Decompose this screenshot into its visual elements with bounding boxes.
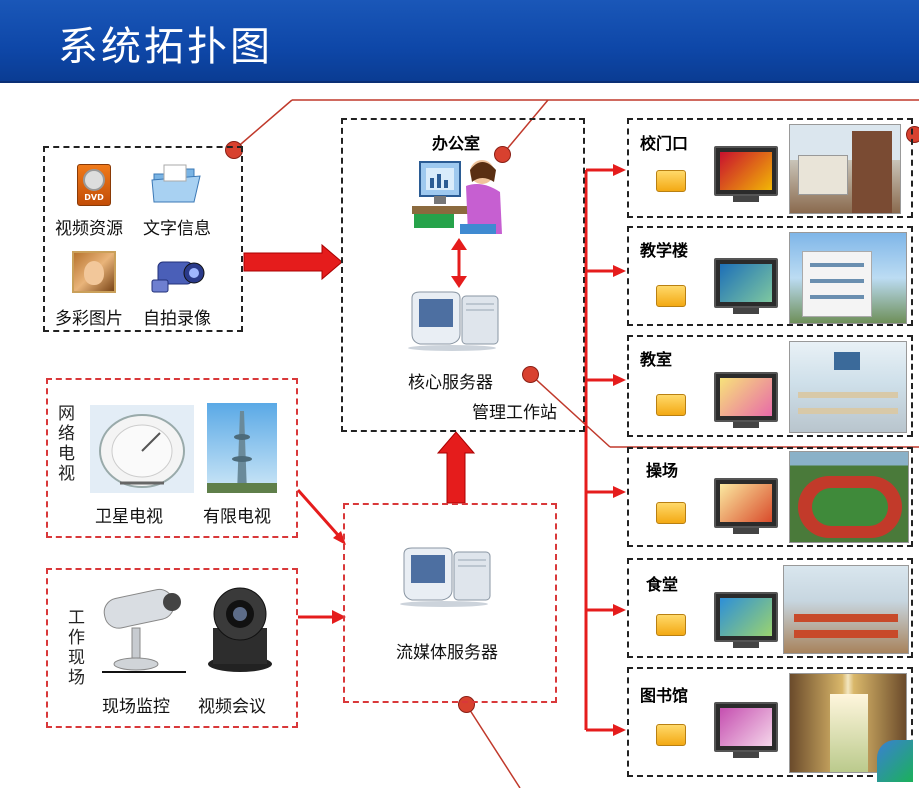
display-monitor-icon [714, 702, 778, 758]
tv-label-satellite: 卫星电视 [95, 507, 163, 527]
canteen-photo [783, 565, 909, 654]
callout-line-workstation [529, 373, 611, 448]
worksite-panel [46, 568, 298, 728]
header-bar [0, 0, 919, 83]
folder-icon [656, 170, 686, 192]
media-server-icon [400, 547, 491, 607]
destination-label: 图书馆 [640, 686, 689, 705]
source-label-pictures: 多彩图片 [55, 309, 123, 329]
tv-tower-image [207, 403, 277, 493]
destination-box-classroom [627, 335, 913, 437]
tv-panel [46, 378, 298, 538]
sources-panel [43, 146, 243, 332]
folder-icon [656, 285, 686, 307]
playground-photo [789, 451, 909, 543]
destination-label: 食堂 [646, 575, 679, 594]
folder-icon [656, 724, 686, 746]
display-monitor-icon [714, 146, 778, 202]
arrow-sources-to-core [243, 243, 343, 281]
dvd-icon: DVD [77, 164, 111, 206]
folder-icon [656, 614, 686, 636]
source-label-text: 文字信息 [143, 219, 211, 239]
media-server-label: 流媒体服务器 [396, 643, 498, 663]
display-monitor-icon [714, 372, 778, 428]
corner-logo-decoration [877, 740, 913, 782]
callout-dot [458, 696, 475, 713]
folder-icon [656, 394, 686, 416]
workstation-label: 管理工作站 [472, 403, 557, 423]
destination-label: 教室 [640, 350, 673, 369]
page-title: 系统拓扑图 [58, 24, 273, 70]
callout-dot [494, 146, 511, 163]
core-server-label: 核心服务器 [408, 373, 493, 393]
teaching-building-photo [789, 232, 907, 324]
callout-line-sources [233, 99, 293, 151]
camcorder-icon [151, 261, 205, 293]
core-server-icon [408, 291, 499, 351]
arrow-media-to-core [436, 431, 476, 504]
worksite-label-conference: 视频会议 [198, 697, 266, 717]
office-worker-icon [412, 160, 502, 234]
destination-box-playground [627, 447, 913, 547]
destination-label: 校门口 [640, 134, 689, 153]
picture-icon [72, 251, 116, 293]
folder-icon [151, 164, 201, 203]
destination-label: 操场 [646, 461, 679, 480]
classroom-photo [789, 341, 907, 433]
callout-line-bottom [465, 703, 521, 788]
core-panel [341, 118, 585, 432]
destination-box-teaching [627, 226, 913, 326]
media-server-panel [343, 503, 557, 703]
display-monitor-icon [714, 478, 778, 534]
display-monitor-icon [714, 258, 778, 314]
destination-box-gate [627, 118, 913, 218]
tv-label-cable: 有限电视 [203, 507, 271, 527]
display-monitor-icon [714, 592, 778, 648]
gate-photo [789, 124, 901, 214]
worksite-label-monitor: 现场监控 [102, 697, 170, 717]
destination-box-canteen [627, 558, 913, 658]
surveillance-camera-icon [102, 588, 186, 673]
destination-label: 教学楼 [640, 241, 689, 260]
folder-icon [656, 502, 686, 524]
destination-box-library [627, 667, 913, 777]
worksite-side-label: 工作现场 [68, 608, 85, 688]
conference-camera-icon [208, 587, 272, 672]
tv-side-label: 网络电视 [58, 404, 75, 484]
office-label: 办公室 [432, 134, 481, 153]
satellite-dish-icon [90, 405, 194, 493]
callout-dot [522, 366, 539, 383]
source-label-video: 视频资源 [55, 219, 123, 239]
callout-line-office [501, 99, 549, 156]
source-label-selfrecord: 自拍录像 [143, 309, 211, 329]
